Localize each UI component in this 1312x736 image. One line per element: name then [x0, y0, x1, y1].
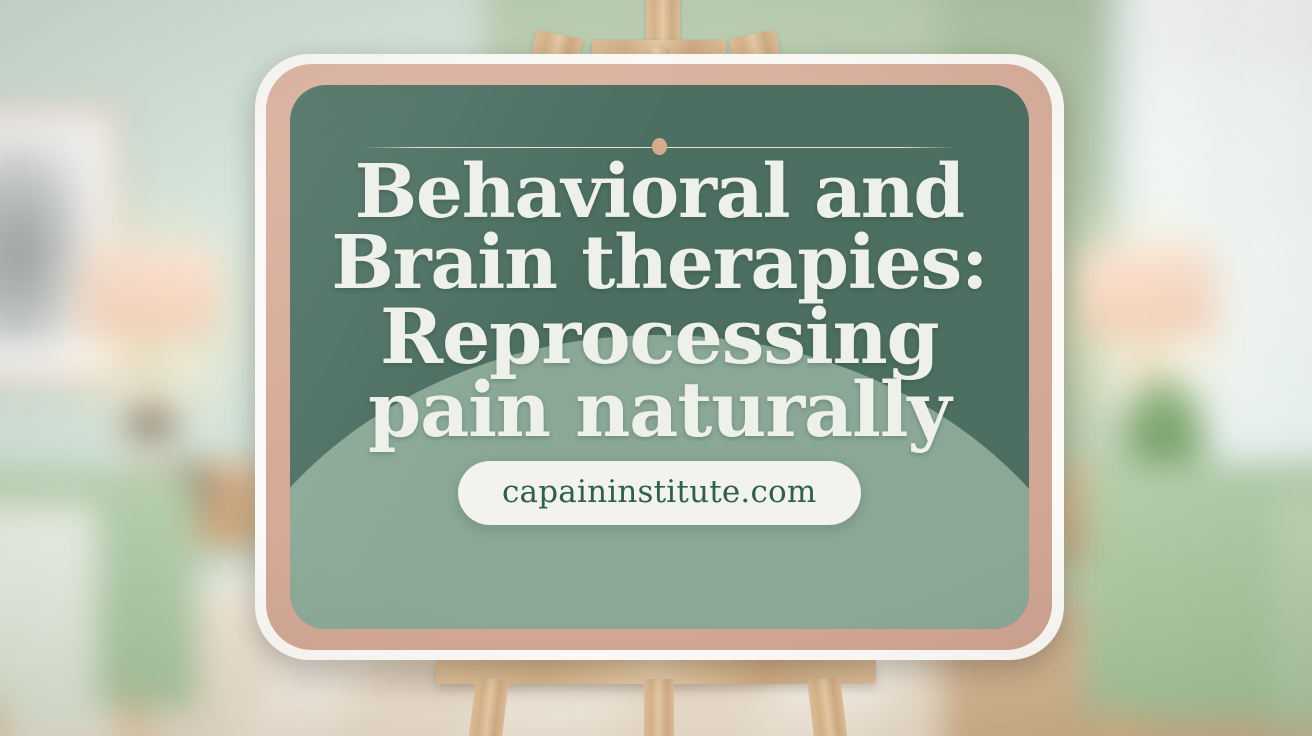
- cream-armchair-left: [0, 504, 98, 728]
- green-armchair-right: [1271, 496, 1312, 736]
- easel-center-leg: [644, 679, 675, 736]
- easel-right-leg: [806, 677, 848, 736]
- table-lamp-left: [28, 163, 274, 446]
- headline-line-4: pain naturally: [368, 364, 951, 454]
- headline-line-1: Behavioral and: [354, 148, 966, 235]
- easel-left-leg: [468, 677, 509, 736]
- website-url-text: capaininstitute.com: [502, 473, 817, 510]
- headline-line-3: Reprocessing: [380, 291, 940, 381]
- sign-rose-border: Behavioral and Brain therapies: Reproces…: [266, 64, 1053, 650]
- panel-sheen: [289, 85, 1029, 629]
- decorative-divider: [363, 138, 955, 156]
- sign-green-panel: Behavioral and Brain therapies: Reproces…: [289, 85, 1029, 629]
- page-title: Behavioral and Brain therapies: Reproces…: [294, 148, 1024, 454]
- website-url-pill[interactable]: capaininstitute.com: [458, 460, 861, 525]
- sign-board: Behavioral and Brain therapies: Reproces…: [254, 53, 1065, 661]
- headline-line-2: Brain therapies:: [331, 220, 988, 307]
- sign-content: Behavioral and Brain therapies: Reproces…: [290, 85, 1029, 629]
- divider-dot-icon: [651, 138, 667, 156]
